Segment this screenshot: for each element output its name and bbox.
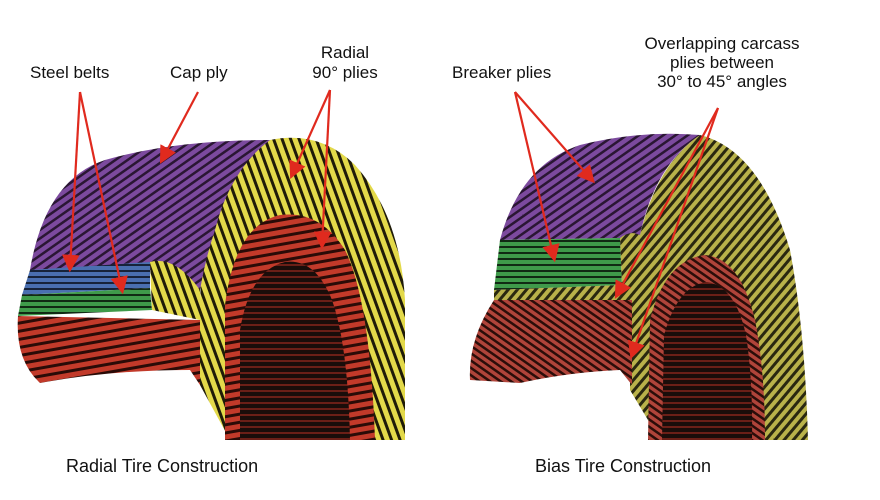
bias-breaker-green xyxy=(494,238,622,290)
radial-cap-ply-layer xyxy=(30,140,270,290)
arrow-breaker-2 xyxy=(513,91,560,263)
bias-inner-bore xyxy=(662,282,753,440)
label-radial-line2: 90° plies xyxy=(312,63,378,82)
label-overlap-line2: plies between xyxy=(670,53,774,72)
caption-radial: Radial Tire Construction xyxy=(66,456,259,476)
radial-front-red xyxy=(17,316,200,385)
bias-front-red xyxy=(469,300,632,385)
arrow-radial-1 xyxy=(289,89,332,180)
caption-bias: Bias Tire Construction xyxy=(535,456,712,476)
label-overlap-line3: 30° to 45° angles xyxy=(657,72,787,91)
arrow-overlap-1 xyxy=(614,107,719,299)
bias-tire xyxy=(469,133,808,440)
arrow-steel-belts-2 xyxy=(78,91,128,295)
radial-steel-belt-green xyxy=(18,288,152,316)
label-overlap-line1: Overlapping carcass xyxy=(644,34,800,53)
arrow-cap-ply xyxy=(159,91,199,164)
radial-front-yellow xyxy=(150,260,200,320)
label-cap-ply: Cap ply xyxy=(170,63,228,82)
label-steel-belts: Steel belts xyxy=(30,63,110,82)
bias-breaker-top xyxy=(500,133,700,240)
label-radial-plies: Radial 90° plies xyxy=(312,43,377,83)
arrow-overlap-2 xyxy=(628,107,720,360)
label-breaker-plies: Breaker plies xyxy=(452,63,552,82)
label-radial-line1: Radial xyxy=(320,43,370,62)
radial-tire xyxy=(17,137,405,440)
arrow-breaker-1 xyxy=(514,91,595,184)
label-overlapping-plies: Overlapping carcass plies between 30° to… xyxy=(645,34,800,91)
arrow-radial-2 xyxy=(313,89,332,250)
radial-inner-bore xyxy=(240,261,350,440)
arrows xyxy=(61,89,720,360)
arrow-steel-belts-1 xyxy=(61,91,82,273)
